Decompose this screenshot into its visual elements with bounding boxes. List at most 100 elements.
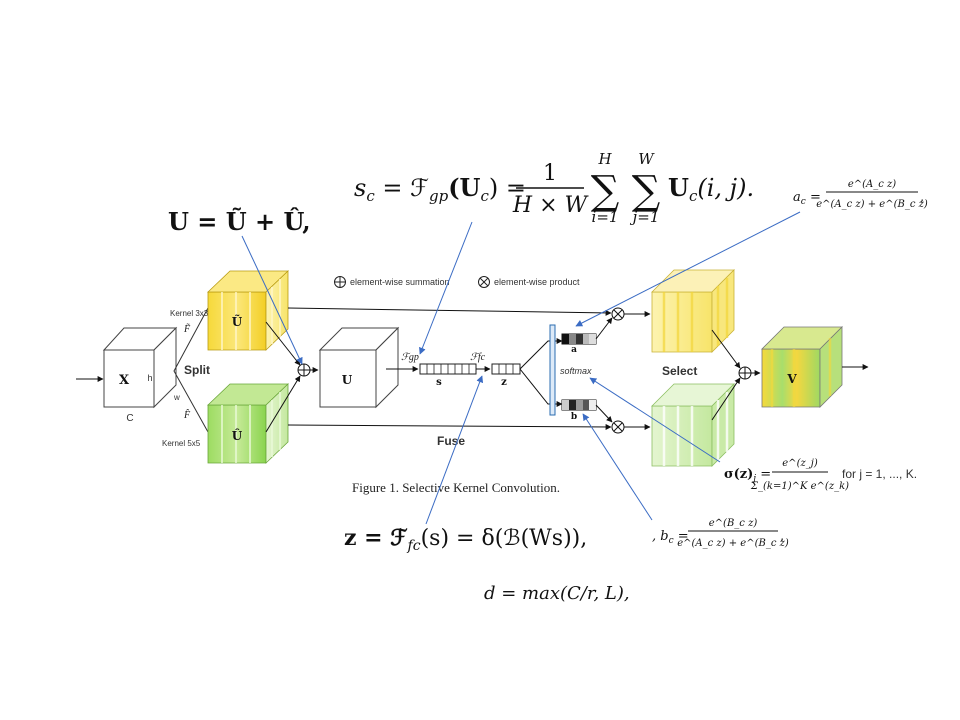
u-hat-block: Û [207,383,289,464]
bc-den: e^(A_c z) + e^(B_c z) [677,538,789,549]
u-hat-to-product-arrow [287,423,612,430]
v-block: V [761,326,843,408]
x-w-label: w [173,393,180,402]
equation-d: d = max(C/r, L), [484,583,630,604]
ac-end: , [920,190,924,205]
u-tilde-to-sum-arrow [265,321,301,366]
figure-caption: Figure 1. Selective Kernel Convolution. [352,480,560,495]
sigma-lhs: σ(z) [724,467,753,482]
select-top-to-sum-arrow [711,329,741,369]
final-sum-node-icon [738,366,752,380]
z-eq: z = ℱ [344,525,408,551]
s-vector: s [419,363,477,388]
svg-text:Uc(i, j).: Uc(i, j). [668,173,754,205]
ac-num: e^(A_c z) [848,179,896,190]
x-block: X h w C [102,326,180,424]
ac-den: e^(A_c z) + e^(B_c z) [816,199,928,210]
equation-bc: , bc = e^(B_c z) e^(A_c z) + e^(B_c z) , [652,518,789,549]
b-label: b [571,412,577,422]
sc-sum1-top: H [597,150,612,168]
equation-z: z = ℱfc(s) = δ(ℬ(Ws)), [344,525,587,554]
z-eq-sub: fc [407,538,421,554]
product-node-top-icon [611,307,625,321]
bc-eq: = [674,529,689,544]
u-block: U [318,326,400,409]
sigma-sub: j [751,474,756,484]
f-tilde-label: F̃ [183,322,191,335]
z-vector: z [491,363,521,388]
svg-text:sc = ℱgp(Uc) =: sc = ℱgp(Uc) = [354,173,526,205]
sigma-num: e^(z_j) [782,458,818,469]
x-label: X [119,373,130,388]
a-label: a [571,345,577,355]
sum-node-icon [297,363,311,377]
product-legend-icon [478,276,490,288]
equation-u-sum: U = Ũ + Û, [168,207,311,236]
sc-sum2-bot: j=1 [630,208,660,226]
equation-softmax-sigma: σ(z)j = e^(z_j) Σ_(k=1)^K e^(z_k) for j … [724,458,917,492]
ac-lhs-sub: c [801,197,806,207]
u-label: U [342,373,353,387]
equation-sc: sc = ℱgp(Uc) = 1 H × W H ∑ i=1 W ∑ j=1 U… [354,150,754,226]
bc-end: , [780,529,784,544]
u-hat-to-sum-arrow [265,375,301,433]
sc-tail-sub: c [689,187,698,205]
svg-text:σ(z)j =: σ(z)j = [724,467,771,484]
fuse-label: Fuse [437,434,465,448]
sc-frac-den: H × W [512,193,590,218]
ac-eq: = [806,190,821,205]
kernel-top-label: Kernel 3x3 [170,309,209,318]
sc-lhs: s [354,174,366,202]
z-label: z [501,377,507,388]
selected-green-block [651,383,735,467]
svg-text:ac =: ac = [793,190,821,207]
kernel-bottom-label: Kernel 5x5 [162,439,201,448]
equation-u-sum-text: U = Ũ + Û, [168,207,311,236]
annotation-arrow-u-sum [241,235,303,365]
equation-ac: ac = e^(A_c z) e^(A_c z) + e^(B_c z) , [793,179,928,210]
f-fc-label: ℱfc [470,352,486,363]
split-chevron [173,307,209,433]
sc-tail-end: (i, j). [697,174,754,202]
sum-sign-1: ∑ [591,168,620,214]
annotation-arrow-sc [419,221,473,355]
bc-num: e^(B_c z) [709,518,758,529]
v-label: V [786,372,797,386]
annotation-arrow-ac [575,211,801,327]
softmax-label: softmax [560,366,592,376]
b-to-product-arrow [595,404,613,423]
ac-lhs: a [793,190,801,205]
sigma-eq: = [756,467,771,482]
softmax-bar [549,324,556,416]
sc-mid-sub: gp [429,187,449,205]
legend-product-label: element-wise product [494,277,580,287]
split-label: Split [184,363,210,377]
b-vector: b [561,399,597,422]
u-hat-label: Û [232,427,243,443]
x-c-label: C [126,413,133,424]
x-h-label: h [147,373,152,383]
sigma-den: Σ_(k=1)^K e^(z_k) [750,481,849,492]
svg-text:, bc =: , bc = [652,529,689,546]
sc-tail: U [668,173,689,202]
sc-arg: (U [448,173,480,202]
bc-lhs-sub: c [669,536,674,546]
legend-sum-label: element-wise summation [350,277,450,287]
sc-sum2-top: W [638,150,655,168]
sc-sum1-bot: i=1 [592,208,619,226]
select-bottom-to-sum-arrow [711,377,741,421]
u-tilde-label: Ũ [232,314,243,329]
sum-legend-icon [334,276,346,288]
z-rest: (s) = δ(ℬ(Ws)), [421,526,588,551]
annotation-arrow-softmax [589,377,721,463]
z-to-a-arrow [519,338,563,370]
sigma-for: for j = 1, ..., K. [842,467,917,481]
sc-mid: = ℱ [375,174,429,202]
z-to-b-arrow [519,368,563,407]
s-label: s [436,377,442,388]
bc-lhs: , b [652,529,669,544]
svg-text:z = ℱfc(s) = δ(ℬ(Ws)),: z = ℱfc(s) = δ(ℬ(Ws)), [344,525,587,554]
u-tilde-block: Ũ [207,270,289,351]
selected-yellow-block [651,269,735,353]
